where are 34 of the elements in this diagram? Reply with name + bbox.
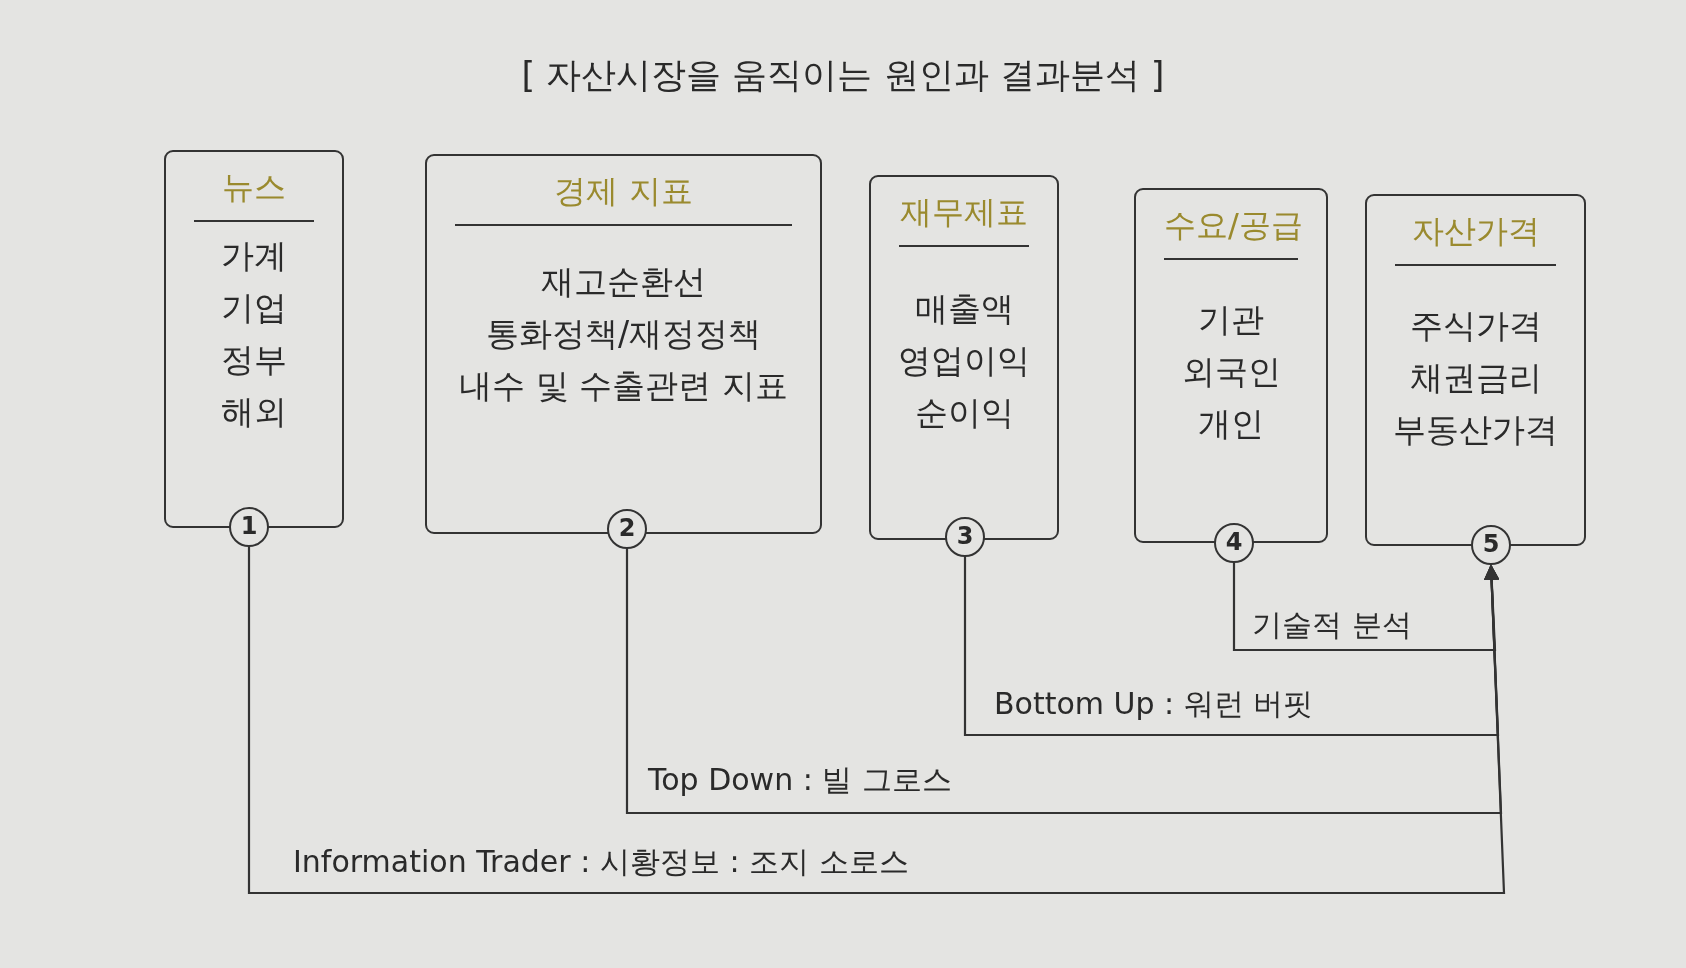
number-circle: 5 [1471,525,1511,565]
number-circle: 1 [229,507,269,547]
box-text: 통화정책/재정정책 [484,313,763,355]
box-text: 정부 [220,339,288,381]
box-heading: 경제 지표 [455,170,792,226]
edge-label: Information Trader : 시황정보 : 조지 소로스 [293,843,909,881]
box-text: 외국인 [1180,351,1282,393]
connector-line [625,549,1503,815]
box-text: 매출액 [913,288,1015,330]
box-text: 기관 [1197,299,1265,341]
box-text: 순이익 [913,392,1015,434]
connector-line [247,547,1506,895]
connector-line [1232,563,1500,652]
box-text: 부동산가격 [1392,409,1559,451]
title: [ 자산시장을 움직이는 원인과 결과분석 ] [520,54,1166,97]
connector-line [963,557,1500,737]
edge-label: Top Down : 빌 그로스 [648,761,952,799]
edge-label: 기술적 분석 [1252,606,1412,644]
number-circle: 4 [1214,523,1254,563]
box-text: 기업 [220,287,288,329]
box-text: 해외 [220,391,288,433]
box-text: 영업이익 [897,340,1031,382]
box-heading: 자산가격 [1395,210,1556,266]
box-text: 채권금리 [1408,357,1543,399]
number-circle: 3 [945,517,985,557]
edge-label: Bottom Up : 워런 버핏 [994,685,1314,723]
box-text: 재고순환선 [540,261,707,303]
box-heading: 뉴스 [194,166,314,222]
box-text: 개인 [1197,403,1265,445]
box-heading: 재무제표 [899,191,1029,247]
number-circle: 2 [607,509,647,549]
box-text: 주식가격 [1408,305,1543,347]
box-text: 가계 [220,235,288,277]
box-text: 내수 및 수출관련 지표 [458,365,789,407]
